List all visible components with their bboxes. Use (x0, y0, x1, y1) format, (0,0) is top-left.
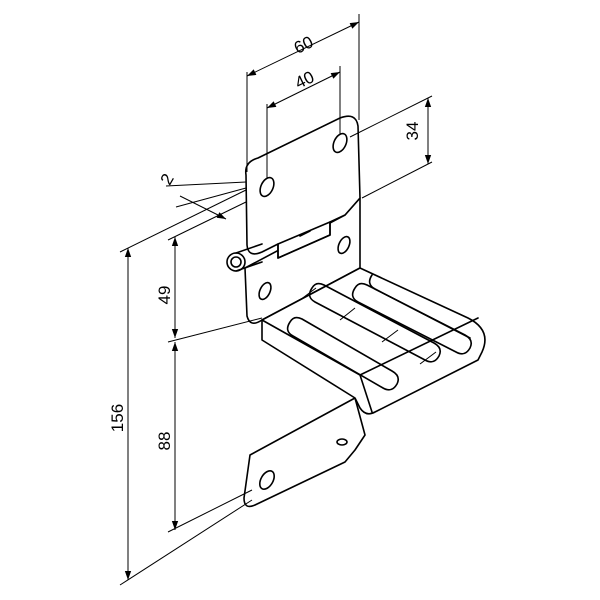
extension-2-a (165, 181, 247, 187)
extension-156-bottom (119, 499, 253, 586)
dimline-width-top (246, 21, 360, 77)
wall-hole-right (337, 235, 351, 255)
extension-88-bottom (167, 489, 253, 533)
shelf-slot-2 (308, 282, 441, 363)
bracket-part (226, 115, 486, 508)
extension-156-top (119, 189, 247, 253)
dimension-lines (119, 14, 433, 586)
extension-34-bottom (361, 161, 433, 199)
extension-2-b (175, 187, 247, 208)
dim-label-40: 40 (292, 67, 317, 92)
dim-label-156: 156 (108, 404, 127, 432)
horizontal-shelf (261, 267, 486, 415)
upper-hinge-leaf (244, 115, 361, 259)
dim-label-49: 49 (155, 286, 174, 305)
dimline-hole-spacing (266, 71, 341, 109)
vertical-wall (244, 197, 361, 324)
lower-tab-hole (258, 470, 276, 490)
shelf-slot-4 (368, 274, 471, 339)
dim-label-60: 60 (291, 32, 316, 57)
hinge-knuckle (277, 221, 331, 259)
extension-34-top (349, 95, 433, 138)
extension-49-bottom (167, 317, 263, 343)
wall-hole-left (258, 281, 272, 301)
hinge-pin-inner (230, 256, 242, 268)
hinge-hole-top-left (259, 176, 275, 198)
lower-mounting-tab (243, 397, 366, 508)
shelf-slot-1 (286, 316, 399, 391)
dim-label-34: 34 (403, 122, 422, 141)
extension-49-top (167, 201, 247, 241)
hinge-pin-barrel (235, 243, 263, 272)
dim-label-88: 88 (155, 432, 174, 451)
hinge-hole-top-right (332, 132, 348, 154)
shelf-ribs (299, 287, 437, 365)
shelf-slot-3 (351, 282, 472, 355)
lower-tab-rear-hole (336, 438, 348, 446)
